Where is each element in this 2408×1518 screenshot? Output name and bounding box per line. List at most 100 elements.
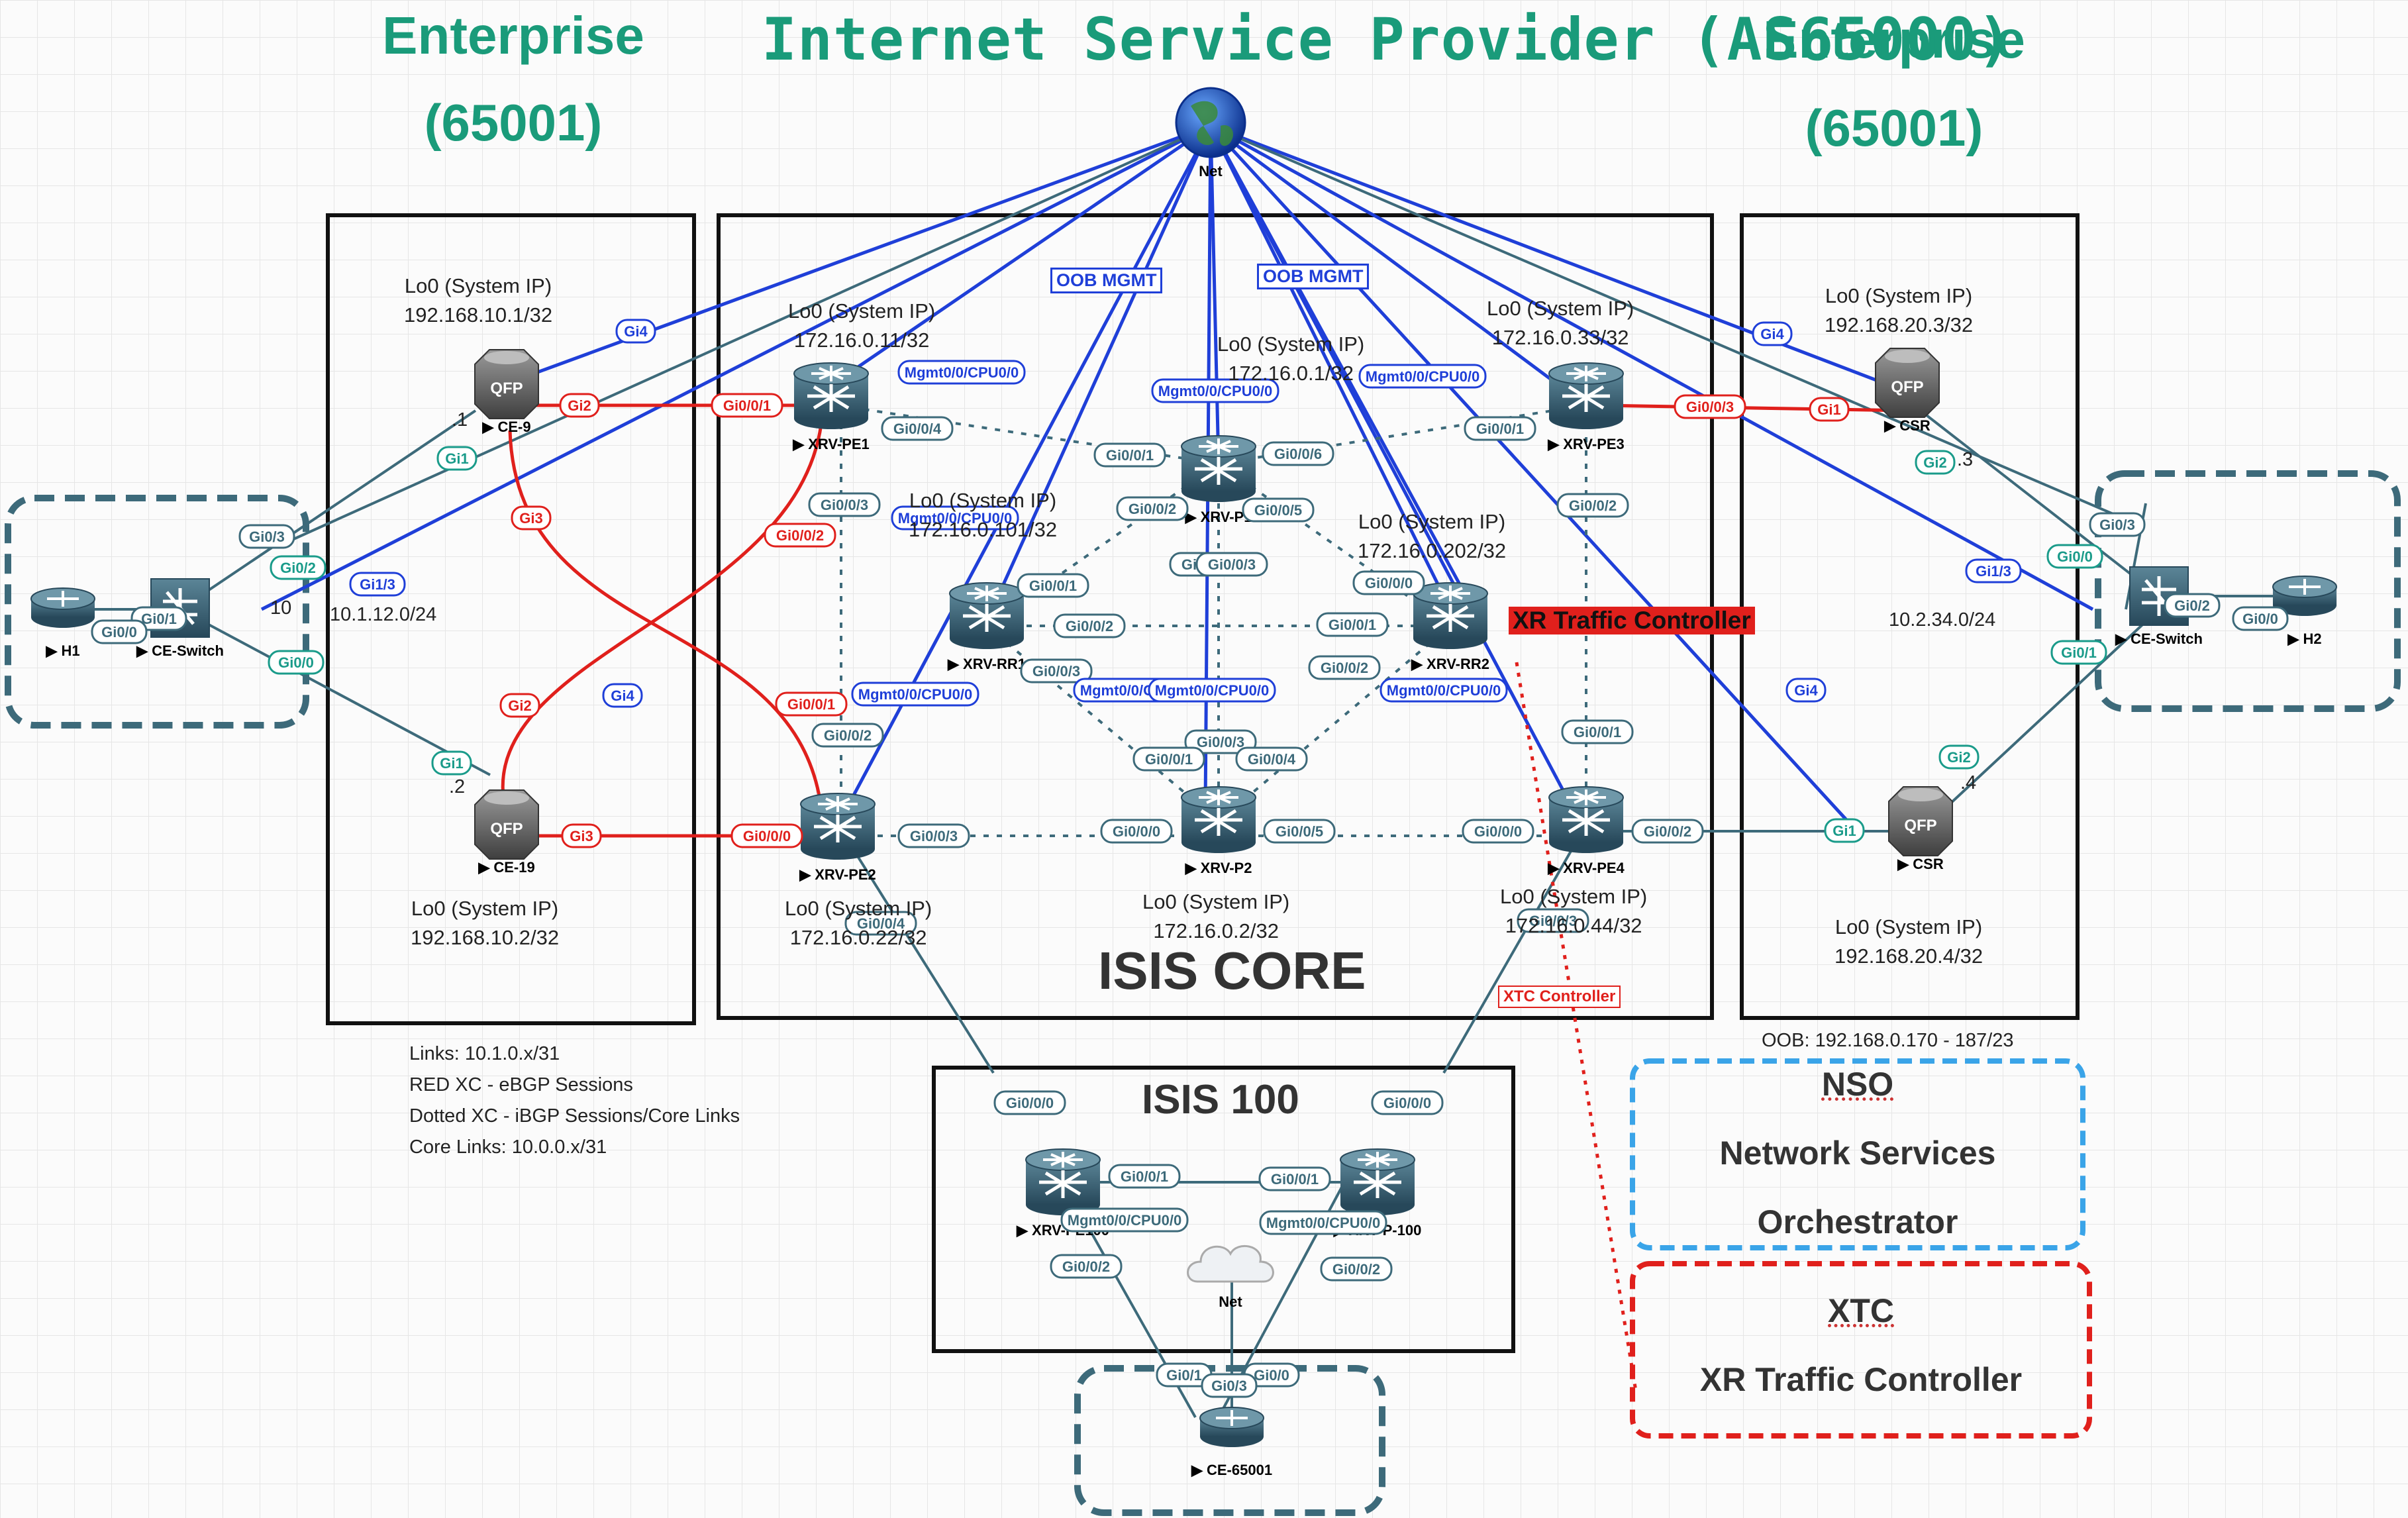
isis-core-label: ISIS CORE [1098,941,1366,1000]
xr-router-icon[interactable]: ▶ XRV-PE4 [1547,786,1625,876]
interface-label: Gi0/0/0 [1462,819,1534,844]
interface-label: Gi4 [615,319,656,344]
interface-label: Gi0/0/1 [1561,719,1634,744]
svg-text:Gi0/1: Gi0/1 [2061,644,2097,661]
svg-text:Gi0/0/0: Gi0/0/0 [1006,1095,1054,1111]
svg-text:Mgmt0/0/CPU0/0: Mgmt0/0/CPU0/0 [1266,1215,1380,1231]
qfp-router-icon[interactable]: QFP▶ CSR [1888,786,1953,872]
svg-text:Gi0/0/3: Gi0/0/3 [910,828,958,844]
subnet-right: 10.2.34.0/24 [1889,609,1996,631]
node-label: ▶ XRV-PE1 [792,436,870,452]
interface-label: Mgmt0/0/CPU0/0 [1060,1207,1189,1233]
svg-text:Gi0/0/2: Gi0/0/2 [1129,501,1176,517]
dot-2: .2 [449,776,466,797]
node-label: ▶ CE-65001 [1191,1462,1272,1478]
svg-text:Gi0/0/3: Gi0/0/3 [1197,734,1244,750]
interface-label: Mgmt0/0/CPU0/0 [897,360,1026,385]
interface-label: Gi0/0/1 [775,691,848,717]
node-label: ▶ CE-Switch [2115,631,2203,647]
interface-label: Gi2 [499,693,540,718]
node-label: ▶ XRV-RR2 [1411,656,1489,672]
svg-text:Gi0/0/1: Gi0/0/1 [1106,447,1154,464]
router-icon[interactable]: ▶ CE-65001 [1191,1407,1272,1478]
cloud-icon[interactable]: Net [1187,1244,1274,1310]
interface-label: Gi4 [1785,678,1827,703]
interface-label: Gi0/0/3 [1517,908,1589,933]
svg-text:Gi2: Gi2 [508,697,531,714]
svg-text:Gi1: Gi1 [440,755,463,772]
xr-router-icon[interactable]: ▶ XRV-P1 [1181,435,1256,525]
legend-dotted: Dotted XC - iBGP Sessions/Core Links [409,1105,740,1127]
xr-router-icon[interactable]: ▶ XRV-P2 [1181,786,1256,876]
interface-label: Gi0/3 [2089,512,2146,537]
interface-label: Mgmt0/0/CPU0/0 [851,682,979,707]
interface-label: Gi0/0/1 [1132,746,1205,772]
xtc-link [1515,662,1638,1392]
svg-text:Gi0/0/2: Gi0/0/2 [776,527,824,544]
interface-label: Gi0/0/0 [730,823,803,848]
interface-label: Gi0/0/3 [1674,394,1746,419]
interface-label: Gi0/0/0 [1371,1090,1444,1115]
svg-text:QFP: QFP [490,820,523,838]
interface-label: Gi0/0/2 [1631,819,1704,844]
svg-text:Gi2: Gi2 [568,397,591,414]
interface-label: Gi4 [602,683,643,708]
xr-router-icon[interactable]: ▶ XRV-PE2 [799,793,876,883]
interface-label: Gi0/0/3 [1020,658,1093,683]
svg-text:Gi4: Gi4 [611,687,634,704]
svg-text:Mgmt0/0/CPU0/0: Mgmt0/0/CPU0/0 [898,510,1012,527]
svg-text:Gi0/0/0: Gi0/0/0 [1113,823,1160,840]
node-label: ▶ H2 [2287,631,2321,647]
svg-text:Gi4: Gi4 [1794,682,1818,699]
svg-text:Gi0/0/0: Gi0/0/0 [1365,575,1413,591]
enterprise-left-title: Enterprise [382,6,644,65]
interface-label: Gi3 [511,505,552,531]
svg-text:Gi0/0/3: Gi0/0/3 [1529,913,1577,929]
interface-label: Gi0/0/3 [1184,729,1257,754]
interface-label: Mgmt0/0/CPU0/0 [1380,678,1508,703]
interface-label: Gi0/3 [1201,1373,1258,1398]
qfp-router-icon[interactable]: QFP▶ CE-19 [474,789,539,876]
node-label: ▶ CSR [1883,417,1931,434]
svg-text:Gi0/2: Gi0/2 [2174,597,2210,614]
xr-router-icon[interactable]: ▶ XRV-RR1 [947,582,1026,672]
router-icon[interactable]: ▶ H1 [30,587,95,659]
xr-router-icon[interactable]: ▶ XRV-PE1 [792,362,870,452]
lo-ce19: Lo0 (System IP)192.168.10.2/32 [411,897,560,949]
svg-text:Gi0/0/2: Gi0/0/2 [1644,823,1691,840]
lo-ce9: Lo0 (System IP)192.168.10.1/32 [404,274,553,327]
interface-label: Gi1 [1824,818,1865,843]
svg-text:Gi2: Gi2 [1947,749,1970,766]
interface-label: Gi0/0/0 [1352,570,1425,595]
node-label: ▶ XRV-PE4 [1547,860,1625,876]
svg-text:Gi0/0/1: Gi0/0/1 [1121,1168,1168,1185]
legend-links: Links: 10.1.0.x/31 [409,1043,560,1064]
svg-text:Gi0/0/3: Gi0/0/3 [1208,556,1256,573]
svg-text:Gi4: Gi4 [1760,326,1784,342]
svg-text:Gi0/0/0: Gi0/0/0 [1474,823,1522,840]
interface-label: Gi0/0/2 [1116,496,1189,521]
legend-core: Core Links: 10.0.0.x/31 [409,1137,607,1158]
switch-icon[interactable]: ▶ CE-Switch [2115,566,2203,647]
qfp-router-icon[interactable]: QFP▶ CE-9 [474,349,539,435]
node-label: ▶ XRV-PE2 [799,866,876,883]
lo-rr1: Lo0 (System IP)172.16.0.101/32 [909,489,1058,541]
interface-label: Gi0/0/2 [1556,493,1629,518]
xr-router-icon[interactable]: ▶ XRV-PE3 [1547,362,1625,452]
router-icon[interactable]: ▶ H2 [2272,576,2337,647]
interface-label: Gi2 [1938,744,1980,770]
svg-text:Gi0/0: Gi0/0 [2242,611,2278,627]
svg-text:Gi0/0/2: Gi0/0/2 [1321,660,1368,676]
xtc-line1: XR Traffic Controller [1699,1361,2023,1398]
node-label: ▶ XRV-P1 [1185,509,1252,525]
svg-text:Gi0/0/3: Gi0/0/3 [1686,399,1734,415]
interface-label: Mgmt0/0/CPU0/0 [891,505,1019,531]
xr-router-icon[interactable]: ▶ XRV-RR2 [1411,582,1489,672]
interface-label: Mgmt0/0/CPU0/0 [1148,678,1276,703]
svg-text:Gi0/0/2: Gi0/0/2 [1062,1258,1110,1275]
lo-csr4: Lo0 (System IP)192.168.20.4/32 [1834,915,1983,968]
qfp-router-icon[interactable]: QFP▶ CSR [1875,348,1940,434]
svg-text:Gi0/0/2: Gi0/0/2 [824,727,872,744]
xtc-callout: XR Traffic Controller [1509,607,1755,634]
